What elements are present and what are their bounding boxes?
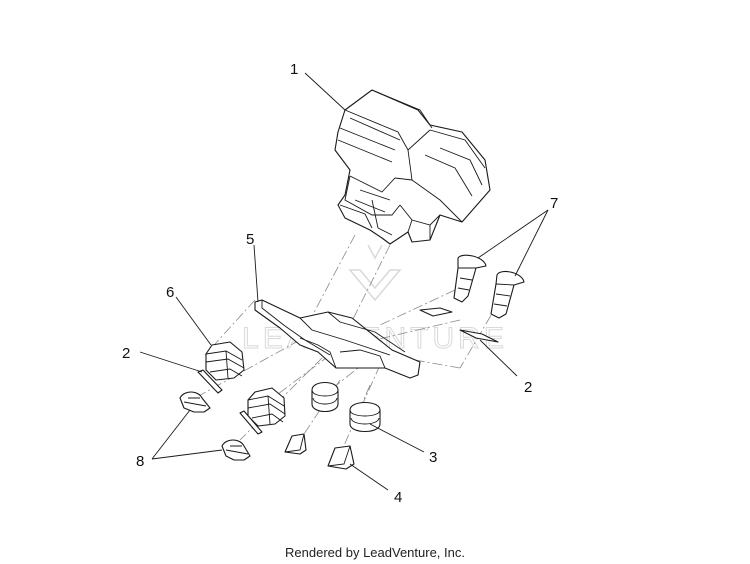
part-grommet-upper xyxy=(205,341,245,381)
part-bracket xyxy=(254,299,421,379)
part-screws xyxy=(453,254,525,319)
watermark-logo-icon xyxy=(348,244,402,302)
part-grommet-lower xyxy=(247,387,286,427)
render-credit: Rendered by LeadVenture, Inc. xyxy=(285,545,465,560)
callout-8: 8 xyxy=(136,453,144,470)
callout-5: 5 xyxy=(246,231,254,248)
part-push-rivets xyxy=(179,391,251,461)
callout-leader-lines xyxy=(139,72,549,491)
callout-1: 1 xyxy=(290,61,298,78)
callout-4: 4 xyxy=(394,489,402,506)
callout-3: 3 xyxy=(429,449,437,466)
callout-6: 6 xyxy=(166,284,174,301)
part-housing xyxy=(334,89,491,245)
part-washers xyxy=(197,307,499,435)
part-sleeves xyxy=(284,433,355,470)
callout-7: 7 xyxy=(550,195,558,212)
callout-2-left: 2 xyxy=(122,345,130,362)
callout-2-right: 2 xyxy=(524,379,532,396)
callout-labels: 1 2 2 3 4 5 6 7 8 xyxy=(122,61,558,506)
part-bushings xyxy=(311,381,381,433)
